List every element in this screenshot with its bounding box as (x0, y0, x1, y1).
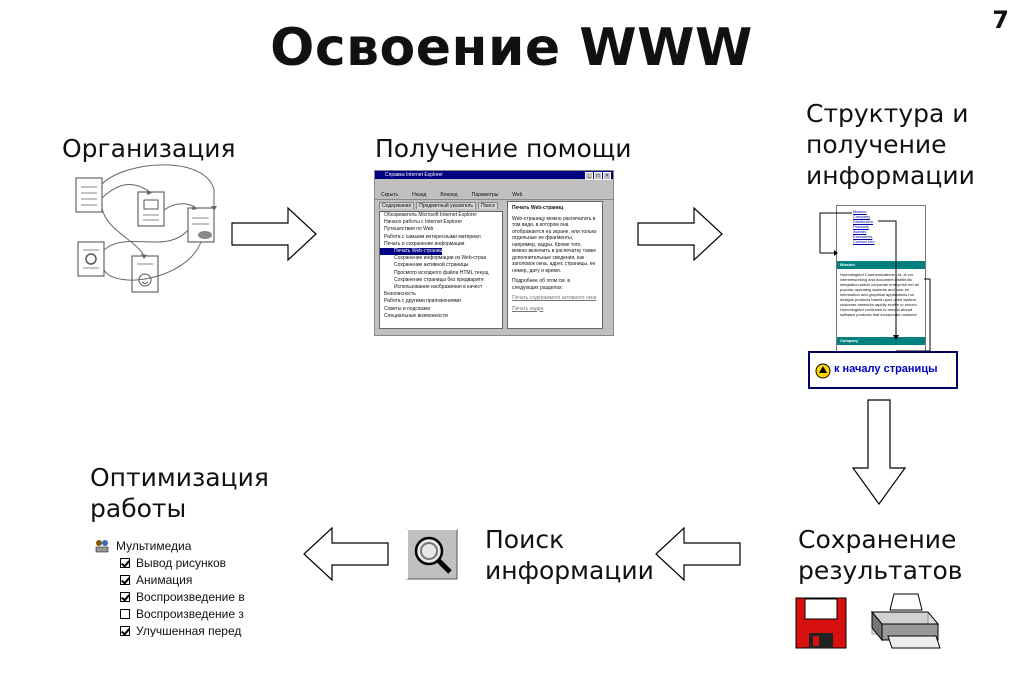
tab-index: Предметный указатель (416, 202, 476, 209)
help-window-screenshot: Справка Internet Explorer _□× Скрыть Наз… (374, 170, 614, 336)
options-header: Мультимедиа (94, 537, 249, 554)
maximize-icon: □ (594, 172, 602, 180)
help-content: Печать Web-страниц Web-страницу можно ра… (507, 201, 603, 329)
stage-help-label: Получение помощи (375, 134, 632, 163)
close-icon: × (603, 172, 611, 180)
page-link: Company (853, 214, 871, 219)
option-checkbox[interactable] (120, 625, 130, 636)
tree-item: Сохранение информации из Web-стран (394, 255, 487, 262)
tree-item: Советы и подсказки (384, 305, 431, 312)
option-row[interactable]: Воспроизведение в (94, 588, 249, 605)
document-network-icon (75, 164, 217, 293)
stage-organization-label: Организация (62, 134, 236, 163)
tab-contents: Содержание (379, 202, 415, 209)
page-link: Executives (853, 234, 873, 239)
search-magnifier-icon (406, 528, 458, 580)
back-to-top-banner: к началу страницы (808, 351, 958, 389)
option-checkbox[interactable] (120, 557, 130, 568)
option-label: Воспроизведение в (136, 589, 245, 604)
page-link: Mission (853, 209, 867, 214)
tree-item: Безопасность (384, 291, 416, 298)
help-content-link: Печать содержимого активного окна (512, 295, 597, 301)
tree-item: Использование изображения в качест (394, 284, 483, 291)
help-tabs: Содержание Предметный указатель Поиск (375, 200, 613, 209)
page-link: Distribution (853, 219, 874, 224)
tree-item: Начало работы с Internet Explorer (384, 219, 463, 226)
tree-item: Специальные возможности (384, 312, 448, 319)
option-checkbox[interactable] (120, 608, 130, 619)
tree-item: Работа с самыми интересными материал (384, 233, 481, 240)
arrow-left-2-icon (303, 526, 389, 582)
option-label: Воспроизведение з (136, 606, 244, 621)
option-row[interactable]: Анимация (94, 571, 249, 588)
page-link-arrows (819, 212, 931, 352)
help-content-text: Web-страницу можно распечатать в том вид… (512, 215, 597, 274)
back-to-top-label: к началу страницы (834, 363, 938, 375)
option-checkbox[interactable] (120, 591, 130, 602)
option-label: Вывод рисунков (136, 555, 227, 570)
arrow-right-2-icon (637, 206, 723, 262)
minimize-icon: _ (585, 172, 593, 180)
page-link: Contact Info (853, 239, 875, 244)
toolbar-forward: Вперед (440, 192, 458, 198)
option-row[interactable]: Улучшенная перед (94, 622, 249, 637)
floppy-disk-icon (795, 597, 847, 649)
tree-item: Путешествия по Web (384, 226, 434, 233)
page-section-header: Mission (837, 261, 925, 269)
arrow-right-1-icon (231, 206, 317, 262)
toolbar-hide: Скрыть (381, 192, 399, 198)
tree-item: Работа с другими приложениями (384, 298, 461, 305)
up-arrow-icon (815, 363, 831, 379)
slide-title: Освоение WWW (270, 18, 753, 78)
help-content-link: Печать кадра (512, 305, 544, 312)
page-link: Products (853, 224, 869, 229)
tab-search: Поиск (477, 202, 498, 209)
printer-icon (870, 593, 941, 649)
tree-item: Сохранение страницы без предварите (394, 276, 484, 283)
tree-item: Печать и сохранение информации (384, 240, 465, 247)
multimedia-icon (95, 539, 109, 552)
help-toolbar: Скрыть Назад Вперед Параметры Web (375, 179, 613, 200)
tree-item: Обозреватель Microsoft Internet Explorer (384, 212, 477, 218)
option-label: Анимация (136, 572, 193, 587)
option-row[interactable]: Вывод рисунков (94, 554, 249, 571)
tree-item-selected: Печать Web-страниц (380, 248, 443, 256)
option-label: Улучшенная перед (136, 623, 242, 638)
tree-item: Сохранение активной страницы (394, 262, 469, 269)
help-content-heading: Печать Web-страниц (512, 205, 564, 211)
page-link: Awards (853, 229, 867, 234)
options-header-label: Мультимедиа (116, 538, 192, 553)
arrow-left-1-icon (655, 526, 741, 582)
help-window-title: Справка Internet Explorer (375, 171, 613, 179)
stage-search-label: Поиск информации (485, 525, 654, 585)
help-content-more: Подробнее об этом см. в следующих раздел… (512, 278, 571, 291)
page-number: 7 (992, 6, 1009, 34)
option-checkbox[interactable] (120, 574, 130, 585)
window-controls: _□× (585, 172, 611, 180)
option-row[interactable]: Воспроизведение з (94, 605, 249, 622)
page-section-header: Company (837, 337, 925, 345)
stage-structure-label: Структура и получение информации (806, 99, 975, 190)
toolbar-web: Web (512, 192, 523, 198)
multimedia-options-list: Мультимедиа Вывод рисунков Анимация Восп… (94, 537, 249, 637)
web-page-preview: Mission Company Distribution Products Aw… (836, 205, 926, 372)
stage-optimization-label: Оптимизация работы (90, 463, 269, 523)
toolbar-options: Параметры (471, 192, 499, 198)
help-tree: Обозреватель Microsoft Internet Explorer… (379, 211, 503, 329)
page-section-text: Hummingbird Communications Ltd. is cor i… (840, 272, 919, 317)
arrow-down-icon (851, 399, 907, 506)
stage-saving-label: Сохранение результатов (798, 525, 963, 585)
tree-item: Просмотр исходного файла HTML текущ (394, 269, 489, 276)
page-link-list: Mission Company Distribution Products Aw… (837, 206, 925, 247)
toolbar-back: Назад (412, 192, 427, 198)
